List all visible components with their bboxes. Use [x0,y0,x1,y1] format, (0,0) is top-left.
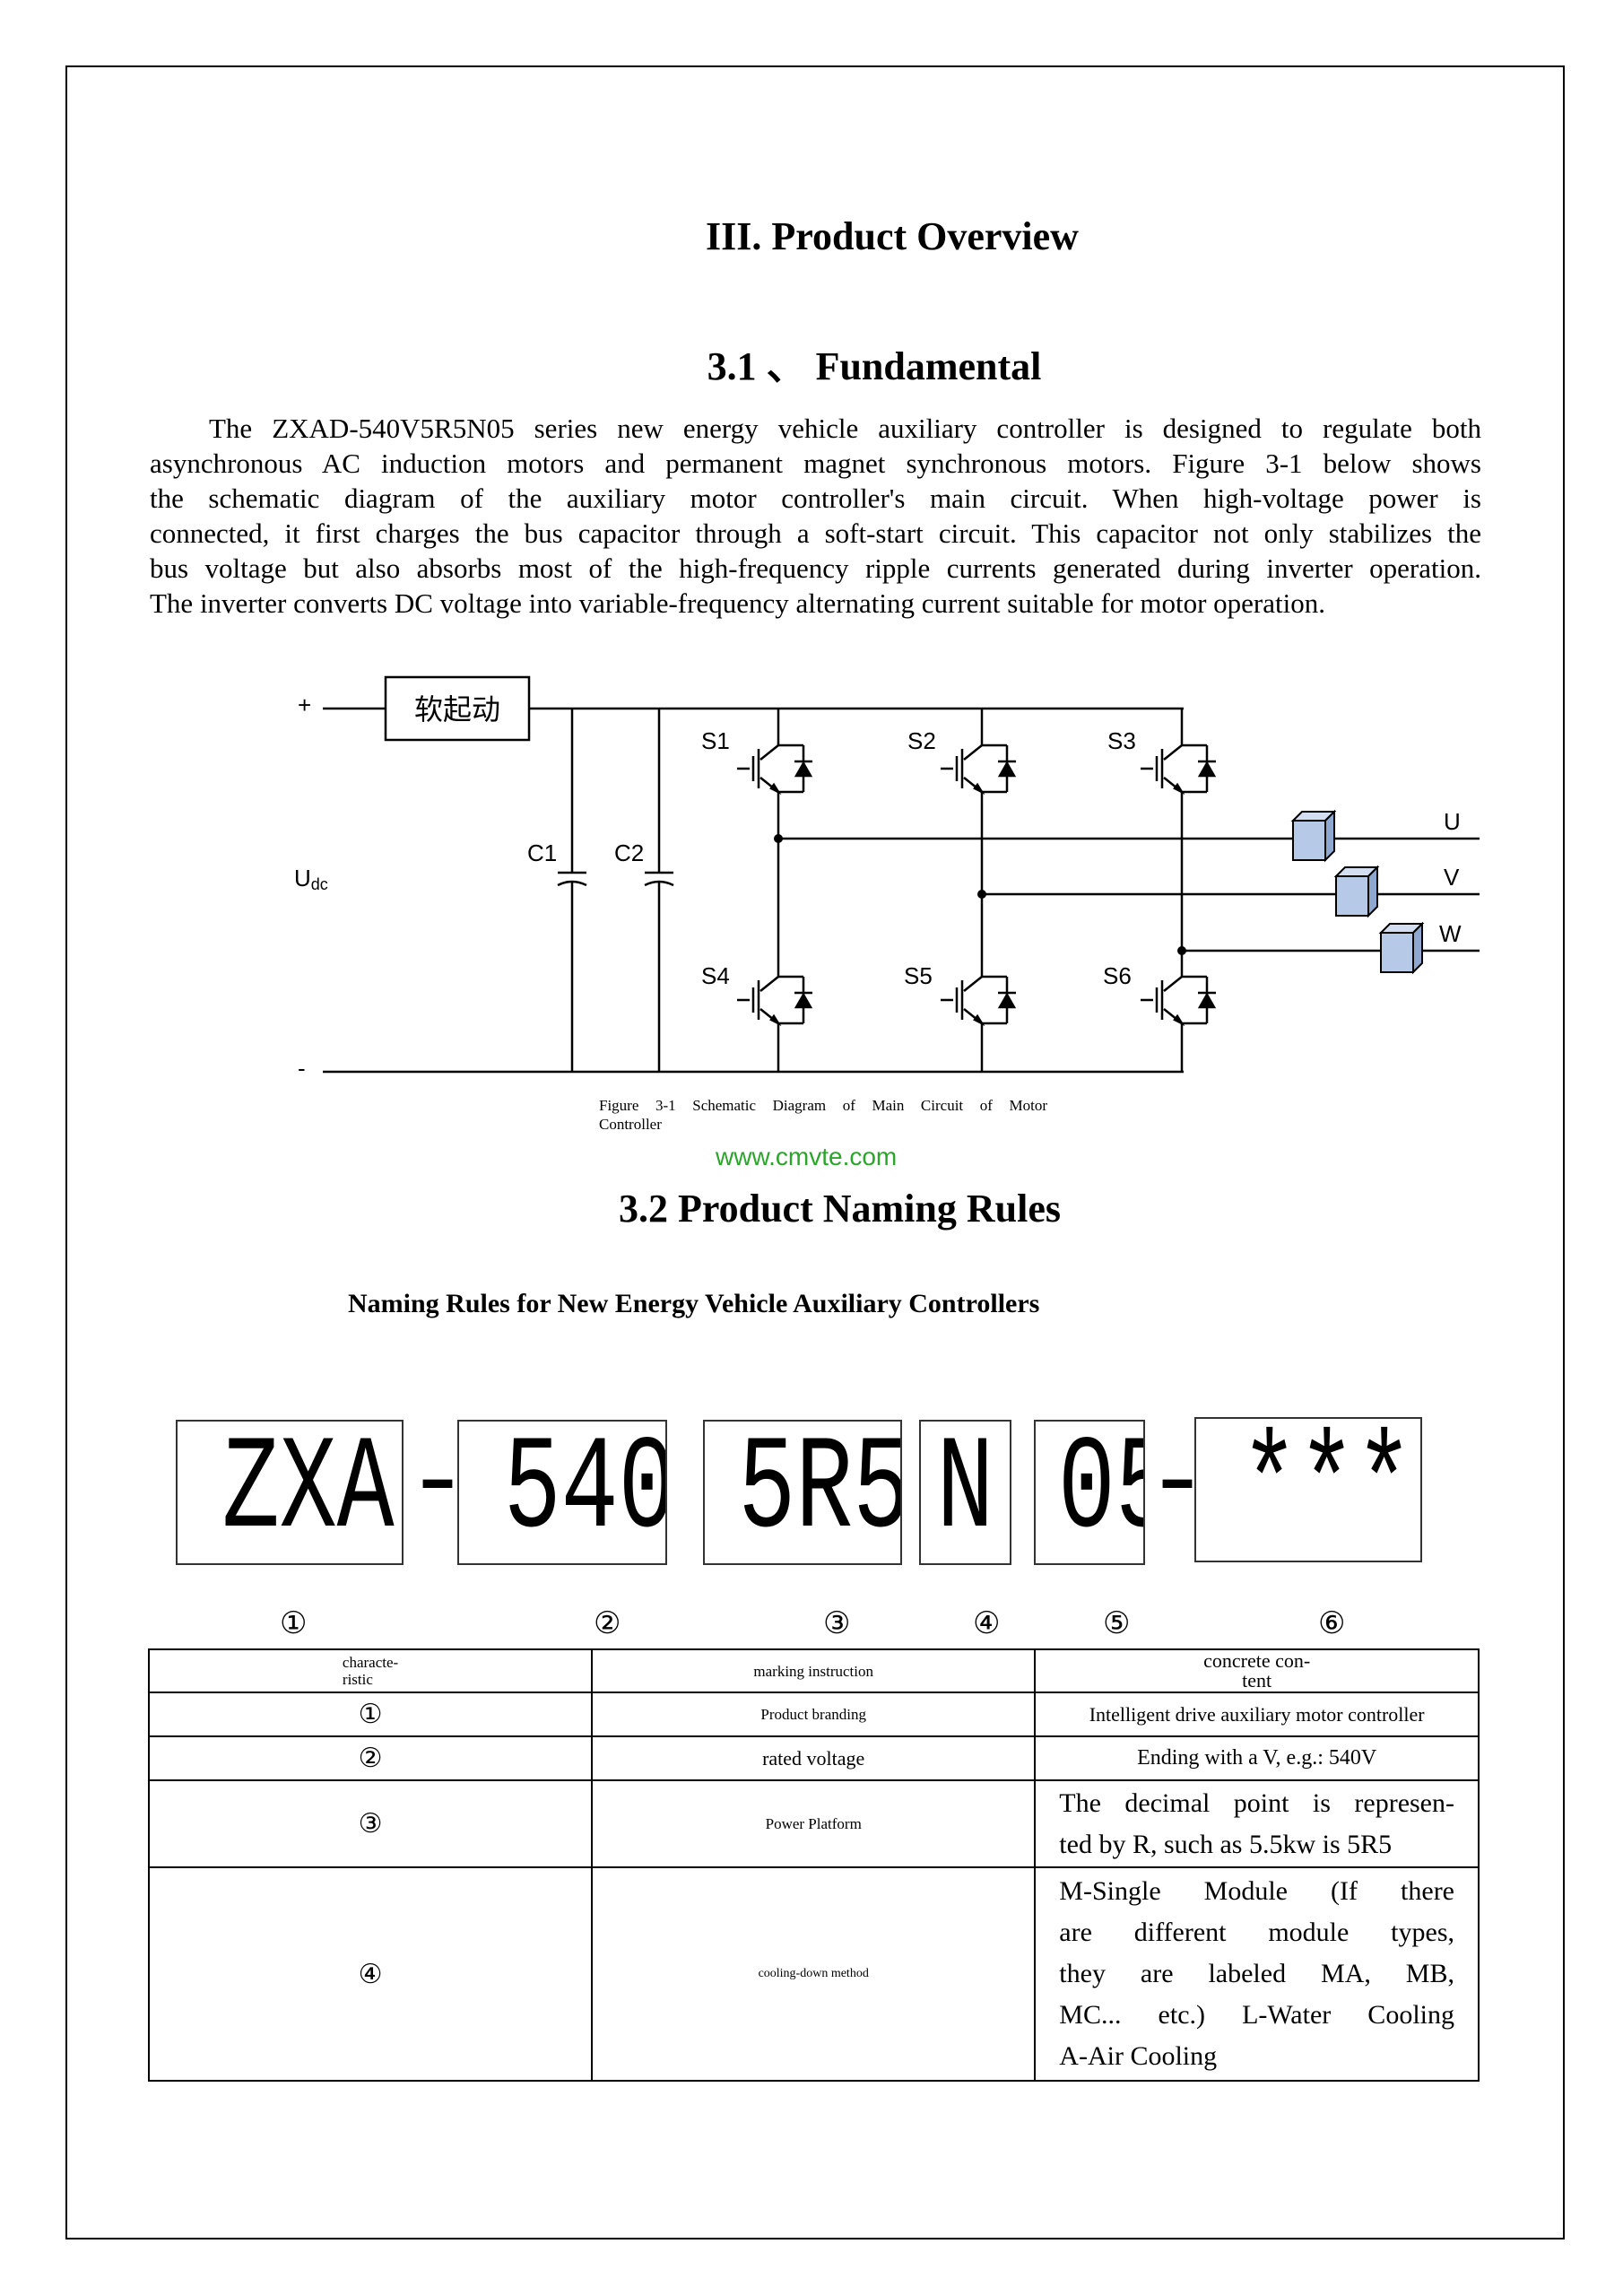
row-mark: ② [147,1735,594,1781]
code-dash: - [1145,1423,1211,1545]
watermark-url: www.cmvte.com [716,1143,898,1170]
minus-terminal: - [298,1055,306,1082]
page-title: III. Product Overview [706,214,1079,258]
header-characteristic: characte-ristic [147,1648,594,1693]
leg-3: S3 S6 [1103,709,1480,1072]
current-sensor-v [1333,865,1380,918]
paragraph-line: asynchronous AC induction motors and per… [150,448,1481,479]
marker-4: ④ [973,1605,1001,1641]
soft-start-label: 软起动 [414,692,500,726]
figure-caption-line: Controller [599,1116,662,1133]
marker-3: ③ [823,1605,851,1641]
phase-w-label: W [1439,920,1462,947]
marker-1: ① [280,1605,308,1641]
code-part-power: 5R5 [703,1420,902,1565]
table-row: ③ Power Platform The decimal point is re… [147,1779,1480,1868]
leg-1: S1 S4 [701,709,1184,1072]
section-heading-fundamental: 3.1 、 Fundamental [707,344,1042,388]
marker-6: ⑥ [1318,1605,1346,1641]
row-instruction: cooling-down method [591,1866,1037,2082]
row-content: The decimal point is represen- ted by R,… [1034,1779,1480,1868]
row-mark: ① [147,1692,594,1737]
code-part-cooling: N [919,1420,1011,1565]
paragraph-line: the schematic diagram of the auxiliary m… [150,483,1481,514]
c1-label: C1 [527,839,557,866]
row-content: Ending with a V, e.g.: 540V [1034,1735,1480,1781]
switch-s5-label: S5 [904,962,933,989]
header-marking-instruction: marking instruction [591,1648,1037,1693]
row-instruction: Product branding [591,1692,1037,1737]
code-part-version: 05 [1034,1420,1145,1565]
leg-2: S2 S5 [904,709,1184,1072]
code-part-voltage: 540V [457,1420,667,1565]
naming-rules-table: characte-ristic marking instruction conc… [147,1648,1480,2082]
intro-paragraph: The ZXAD-540V5R5N05 series new energy ve… [150,411,1481,621]
row-content: Intelligent drive auxiliary motor contro… [1034,1692,1480,1737]
table-row: ① Product branding Intelligent drive aux… [147,1692,1480,1737]
plus-terminal: + [298,691,311,718]
paragraph-line: The inverter converts DC voltage into va… [150,587,1325,619]
figure-caption: Figure 3-1 Schematic Diagram of Main Cir… [599,1096,1047,1134]
code-part-custom: **** [1194,1417,1422,1562]
section-heading-naming: 3.2 Product Naming Rules [619,1187,1061,1231]
code-dash: - [405,1423,471,1545]
page-border [65,65,1565,2239]
paragraph-line: The ZXAD-540V5R5N05 series new energy ve… [209,413,1481,444]
phase-u-label: U [1444,808,1461,835]
switch-s2-label: S2 [907,727,936,754]
udc-label: Udc [294,865,328,893]
current-sensor-u [1290,809,1337,863]
header-concrete-content: concrete con-tent [1034,1648,1480,1693]
c2-label: C2 [614,839,644,866]
row-mark: ④ [147,1866,594,2082]
paragraph-line: connected, it first charges the bus capa… [150,517,1481,549]
table-row: ④ cooling-down method M-Single Module (I… [147,1866,1480,2082]
paragraph-line: bus voltage but also absorbs most of the… [150,552,1481,584]
row-content: M-Single Module (If there are different … [1034,1866,1480,2082]
main-circuit-schematic: 软起动 + - Udc C1 C2 S1 S4 S2 S5 [294,675,1480,1082]
switch-s1-label: S1 [701,727,730,754]
table-row: ② rated voltage Ending with a V, e.g.: 5… [147,1735,1480,1781]
switch-s3-label: S3 [1107,727,1136,754]
row-instruction: rated voltage [591,1735,1037,1781]
switch-s4-label: S4 [701,962,730,989]
naming-subtitle: Naming Rules for New Energy Vehicle Auxi… [348,1289,1040,1318]
marker-5: ⑤ [1103,1605,1131,1641]
figure-caption-line: Figure 3-1 Schematic Diagram of Main Cir… [599,1097,1047,1114]
marker-2: ② [594,1605,621,1641]
table-header-row: characte-ristic marking instruction conc… [147,1648,1480,1693]
row-instruction: Power Platform [591,1779,1037,1868]
row-mark: ③ [147,1779,594,1868]
code-part-brand: ZXAD [176,1420,404,1565]
phase-v-label: V [1444,864,1460,891]
current-sensor-w [1378,921,1425,975]
switch-s6-label: S6 [1103,962,1132,989]
